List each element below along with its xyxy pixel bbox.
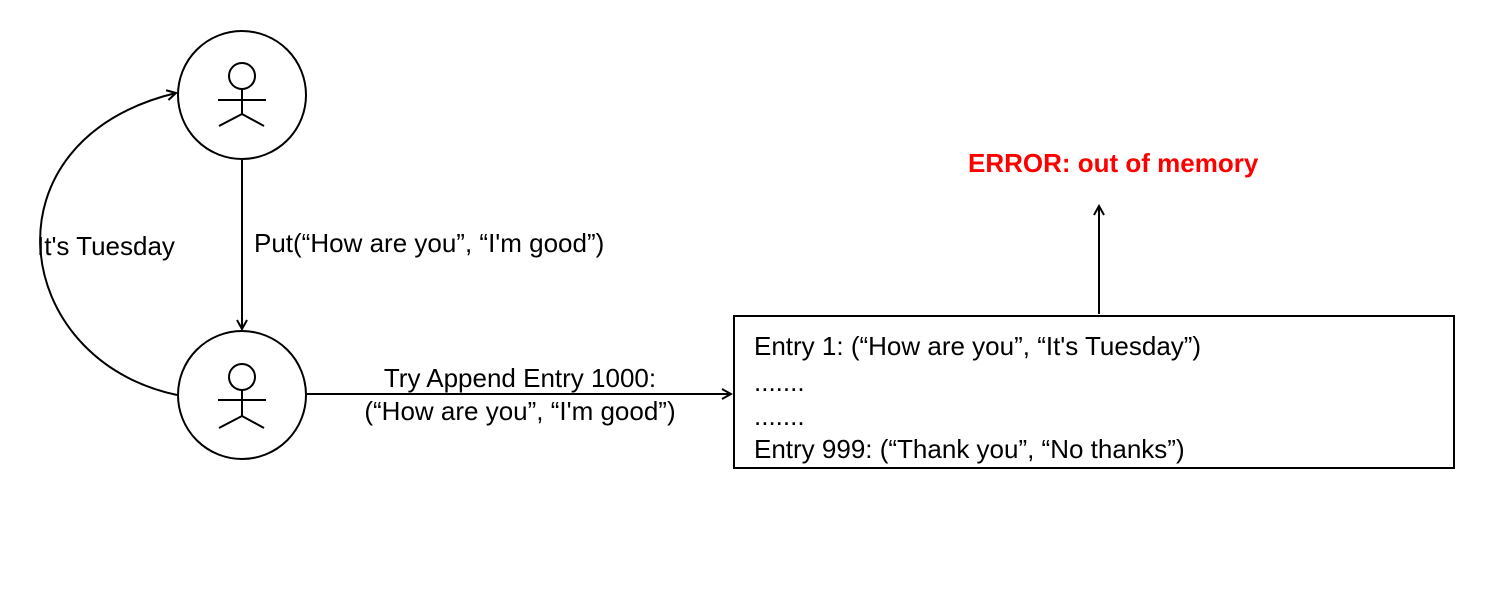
error-message: ERROR: out of memory [968, 148, 1259, 178]
top-node [177, 30, 307, 160]
log-entry: Entry 1: (“How are you”, “It's Tuesday”) [754, 331, 1202, 361]
bottom-node [177, 330, 307, 460]
append-label-line2: (“How are you”, “I'm good”) [364, 396, 676, 426]
log-entry: ....... [754, 401, 805, 431]
log-entry: ....... [754, 367, 805, 397]
loop-arrow [39, 93, 177, 396]
append-label-line1: Try Append Entry 1000: [383, 363, 657, 393]
loop-label: It's Tuesday [37, 231, 175, 261]
person-icon [218, 62, 266, 127]
log-box: Entry 1: (“How are you”, “It's Tuesday”)… [733, 315, 1455, 469]
person-icon [218, 363, 266, 429]
log-entry: Entry 999: (“Thank you”, “No thanks”) [754, 434, 1185, 464]
put-label: Put(“How are you”, “I'm good”) [254, 228, 605, 258]
